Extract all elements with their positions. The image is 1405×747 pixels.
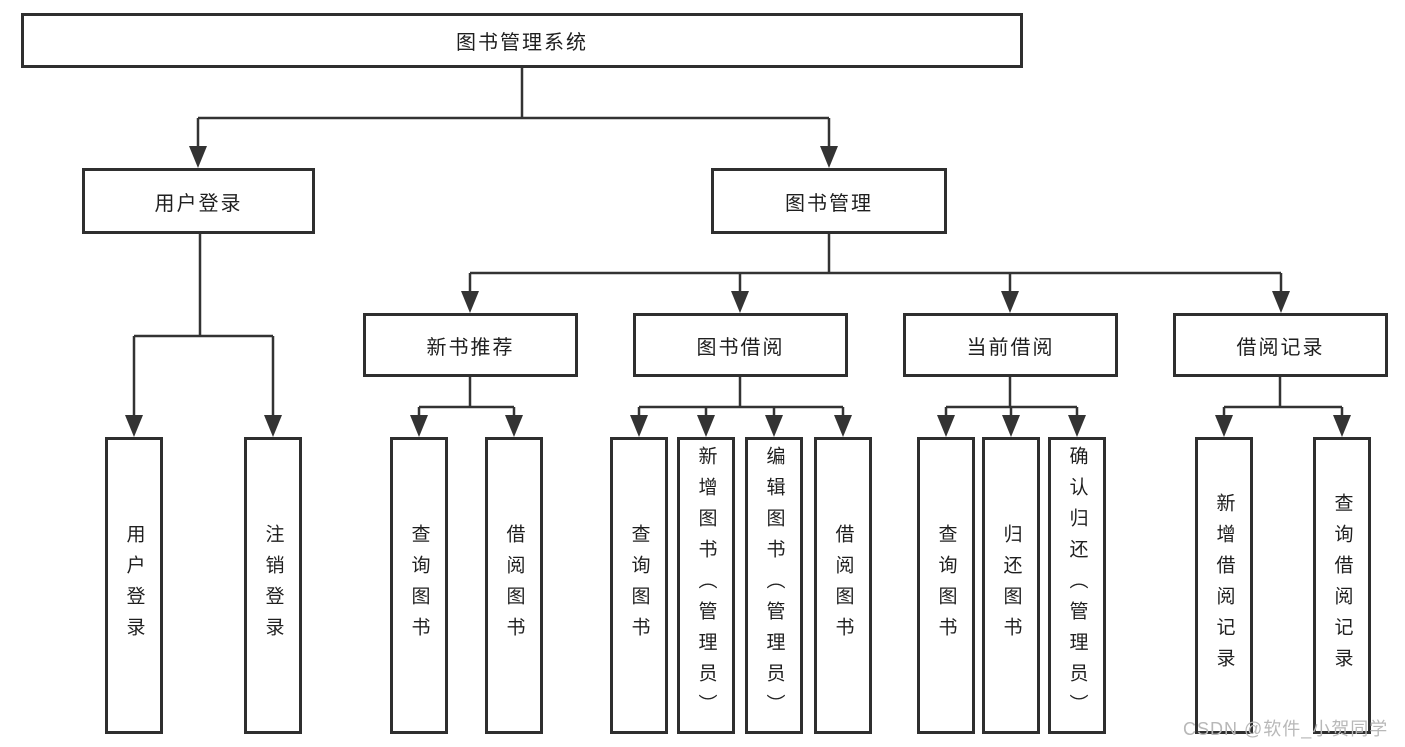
leaf-query-books-borrow: 查询图书 [610,437,668,734]
connector-current-borrow-to-leaves [944,377,1079,416]
connector-root-to-level2 [196,68,831,147]
connector-borrow-records-to-leaves [1222,377,1344,416]
connector-user-login-to-leaves [132,234,275,416]
leaf-confirm-return-admin: 确认归还（管理员） [1048,437,1106,734]
node-borrow-records: 借阅记录 [1173,313,1388,377]
connector-book-borrow-to-leaves [637,377,845,416]
node-user-login: 用户登录 [82,168,315,234]
leaf-query-books-current: 查询图书 [917,437,975,734]
node-new-book-recommend: 新书推荐 [363,313,578,377]
node-current-borrow: 当前借阅 [903,313,1118,377]
leaf-borrow-books-recommend: 借阅图书 [485,437,543,734]
leaf-borrow-books: 借阅图书 [814,437,872,734]
node-book-management: 图书管理 [711,168,947,234]
leaf-logout: 注销登录 [244,437,302,734]
leaf-user-login: 用户登录 [105,437,163,734]
connector-book-management-to-level3 [468,234,1283,292]
leaf-query-borrow-record: 查询借阅记录 [1313,437,1371,734]
connector-new-book-to-leaves [417,377,516,416]
leaf-query-books-recommend: 查询图书 [390,437,448,734]
leaf-edit-book-admin: 编辑图书（管理员） [745,437,803,734]
leaf-add-borrow-record: 新增借阅记录 [1195,437,1253,734]
leaf-return-book: 归还图书 [982,437,1040,734]
csdn-watermark: CSDN @软件_小贺同学 [1183,719,1389,739]
node-root-library-system: 图书管理系统 [21,13,1023,68]
leaf-add-book-admin: 新增图书（管理员） [677,437,735,734]
node-book-borrow: 图书借阅 [633,313,848,377]
